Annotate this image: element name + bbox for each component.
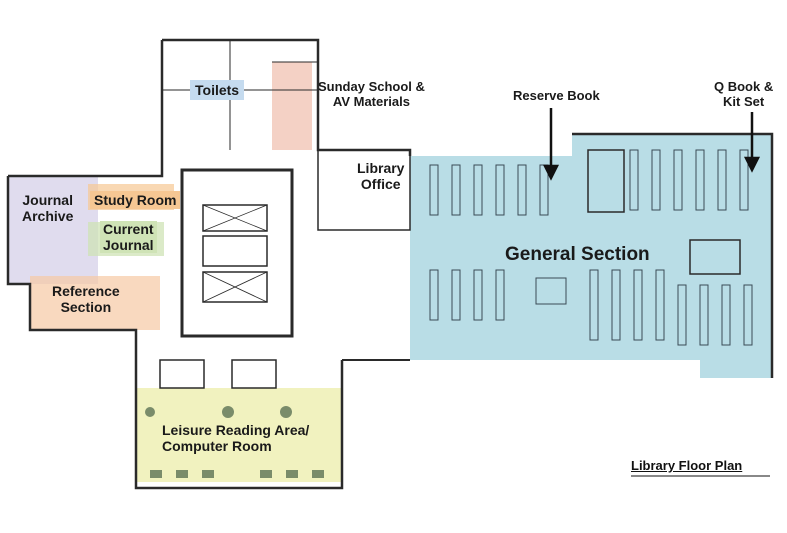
- journal-archive-label: Journal Archive: [22, 192, 74, 225]
- arrows: [542, 108, 761, 181]
- core-block: [180, 168, 294, 338]
- current-journal-label: Current Journal: [100, 221, 157, 254]
- walls: [6, 38, 774, 490]
- general-section-label: General Section: [505, 244, 650, 265]
- library-office-label: Library Office: [357, 160, 405, 193]
- reference-section-label: Reference Section: [52, 283, 120, 316]
- sunday-school-zone[interactable]: [272, 62, 312, 150]
- sunday-school-label: Sunday School & AV Materials: [318, 79, 425, 109]
- floor-plan-title: Library Floor Plan: [631, 458, 743, 473]
- leisure-zone[interactable]: [136, 388, 342, 482]
- zones: [8, 62, 772, 482]
- journal-archive-zone[interactable]: [8, 176, 98, 284]
- leisure-computer-label: Leisure Reading Area/ Computer Room: [162, 422, 310, 455]
- toilets-label: Toilets: [190, 80, 245, 101]
- shelves: [429, 149, 753, 346]
- reference-section-zone[interactable]: [30, 276, 160, 330]
- study-room-label: Study Room: [90, 191, 181, 210]
- reserve-book-label: Reserve Book: [513, 88, 600, 103]
- q-book-label: Q Book & Kit Set: [714, 79, 774, 109]
- furniture: [145, 406, 324, 478]
